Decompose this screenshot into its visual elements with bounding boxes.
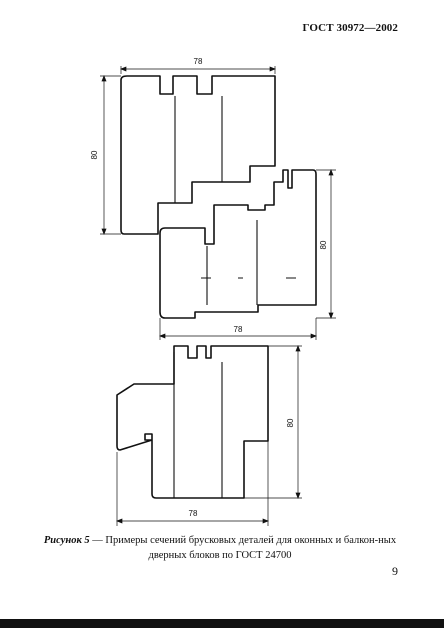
profile-1-width-label: 78 bbox=[194, 57, 203, 66]
standard-code: ГОСТ 30972—2002 bbox=[302, 22, 398, 34]
profile-1-height-dimension: 80 bbox=[90, 75, 121, 235]
profile-1-outline bbox=[120, 75, 276, 235]
profile-1-width-dimension: 78 bbox=[120, 57, 276, 74]
profile-3-height-dimension: 80 bbox=[244, 345, 302, 499]
profile-2-height-label: 80 bbox=[319, 240, 328, 249]
profile-3-width-label: 78 bbox=[189, 509, 198, 518]
profile-1-height-label: 80 bbox=[90, 150, 99, 159]
figure-caption-text: Примеры сечений брусковых деталей для ок… bbox=[105, 535, 397, 561]
page-number: 9 bbox=[392, 564, 398, 578]
profile-2-outline bbox=[159, 169, 317, 319]
profile-3-height-label: 80 bbox=[286, 418, 295, 427]
profile-2-width-dimension: 78 bbox=[159, 318, 317, 340]
profile-3-width-dimension: 78 bbox=[116, 441, 269, 526]
scan-edge-bar bbox=[0, 619, 444, 628]
figure-caption: Рисунок 5 — Примеры сечений брусковых де… bbox=[35, 533, 405, 563]
figure-caption-dash: — bbox=[89, 535, 106, 546]
figure-caption-label: Рисунок 5 bbox=[43, 535, 90, 546]
profile-2-height-dimension: 80 bbox=[316, 169, 336, 319]
profile-3-outline bbox=[116, 345, 269, 499]
profile-2-width-label: 78 bbox=[234, 325, 243, 334]
